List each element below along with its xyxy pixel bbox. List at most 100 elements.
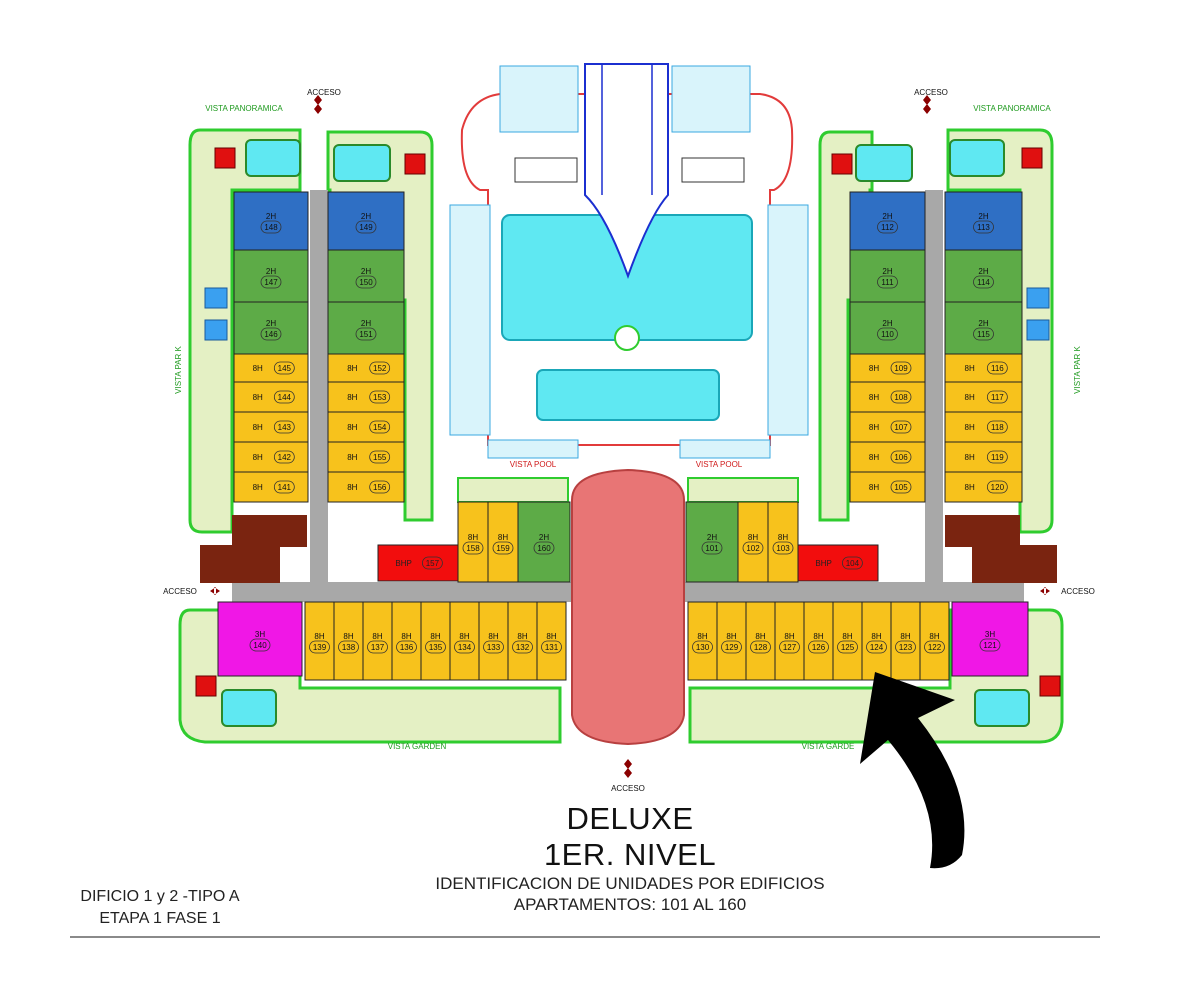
unit-shape <box>849 411 926 443</box>
unit-number-label: 130 <box>696 643 710 652</box>
unit-number-ring <box>369 390 391 404</box>
unit-number-label: 111 <box>881 278 894 287</box>
pergola-left <box>514 157 578 183</box>
access-arrow-icon <box>210 587 220 595</box>
unit-number-label: 129 <box>725 643 739 652</box>
unit-shape <box>233 471 309 503</box>
unit-number-label: 154 <box>373 423 387 432</box>
unit-shape <box>944 471 1023 503</box>
unit-number-ring <box>260 220 282 234</box>
unit-number-label: 106 <box>894 453 908 462</box>
garden-left-center <box>457 477 569 503</box>
pool-small <box>536 369 720 421</box>
unit-number-label: 149 <box>359 223 373 232</box>
unit-number-ring <box>355 327 377 341</box>
unit-number-label: 118 <box>991 423 1004 432</box>
unit-number-label: 109 <box>894 364 908 373</box>
pointer-arrow-icon <box>860 672 965 869</box>
unit-number-ring <box>877 220 898 234</box>
unit-type-label: 2H <box>978 212 988 221</box>
unit-type-label: 2H <box>978 319 988 328</box>
unit-shape <box>233 441 309 473</box>
unit-type-label: 8H <box>697 632 707 641</box>
unit-number-ring <box>369 450 391 464</box>
unit-type-label: 8H <box>498 533 508 542</box>
entry-plaza <box>571 468 685 746</box>
unit-shape <box>944 441 1023 473</box>
unit-number-label: 151 <box>359 330 373 339</box>
unit-number-label: 123 <box>899 643 913 652</box>
unit-type-label: 8H <box>929 632 939 641</box>
unit-type-label: 2H <box>361 319 371 328</box>
unit-number-label: 155 <box>373 453 387 462</box>
unit-number-ring <box>973 220 994 234</box>
garden-right-center <box>687 477 799 503</box>
unit-type-label: 8H <box>401 632 411 641</box>
unit-number-label: 157 <box>426 559 440 568</box>
corridor-left-vertical <box>310 190 328 600</box>
unit-type-label: 2H <box>266 319 276 328</box>
unit-number-ring <box>890 420 912 434</box>
